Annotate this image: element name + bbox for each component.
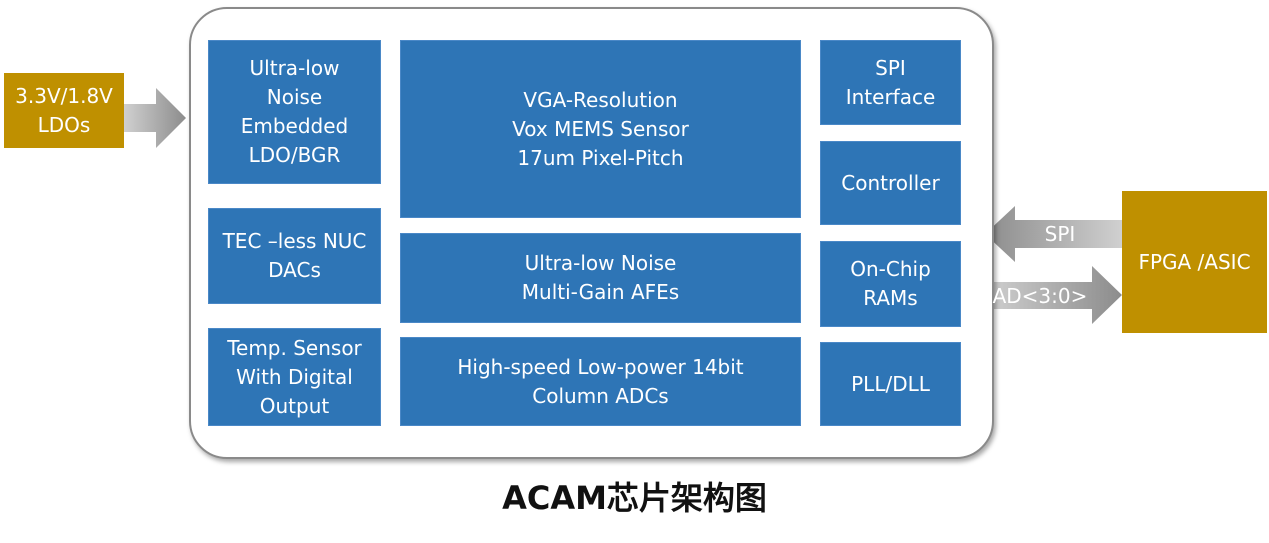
mems-sensor-block: VGA-Resolution Vox MEMS Sensor 17um Pixe… (400, 40, 801, 218)
afes-block: Ultra-low Noise Multi-Gain AFEs (400, 233, 801, 323)
adcs-block: High-speed Low-power 14bit Column ADCs (400, 337, 801, 426)
rams-block: On-Chip RAMs (820, 241, 961, 327)
ad-arrow (985, 266, 1122, 324)
ldo-bgr-block: Ultra-low Noise Embedded LDO/BGR (208, 40, 381, 184)
fpga-asic-box: FPGA /ASIC (1122, 191, 1267, 333)
spi-arrow (985, 206, 1122, 262)
pll-dll-block: PLL/DLL (820, 342, 961, 426)
ldo-input-arrow (124, 88, 186, 148)
ldos-box: 3.3V/1.8V LDOs (4, 73, 124, 148)
temp-sensor-block: Temp. Sensor With Digital Output (208, 328, 381, 426)
spi-arrow-label: SPI (1044, 222, 1076, 246)
ad-arrow-label: AD<3:0> (992, 283, 1088, 308)
nuc-dacs-block: TEC –less NUC DACs (208, 208, 381, 304)
spi-interface-block: SPI Interface (820, 40, 961, 125)
controller-block: Controller (820, 141, 961, 225)
diagram-title: ACAM芯片架构图 (502, 479, 767, 517)
